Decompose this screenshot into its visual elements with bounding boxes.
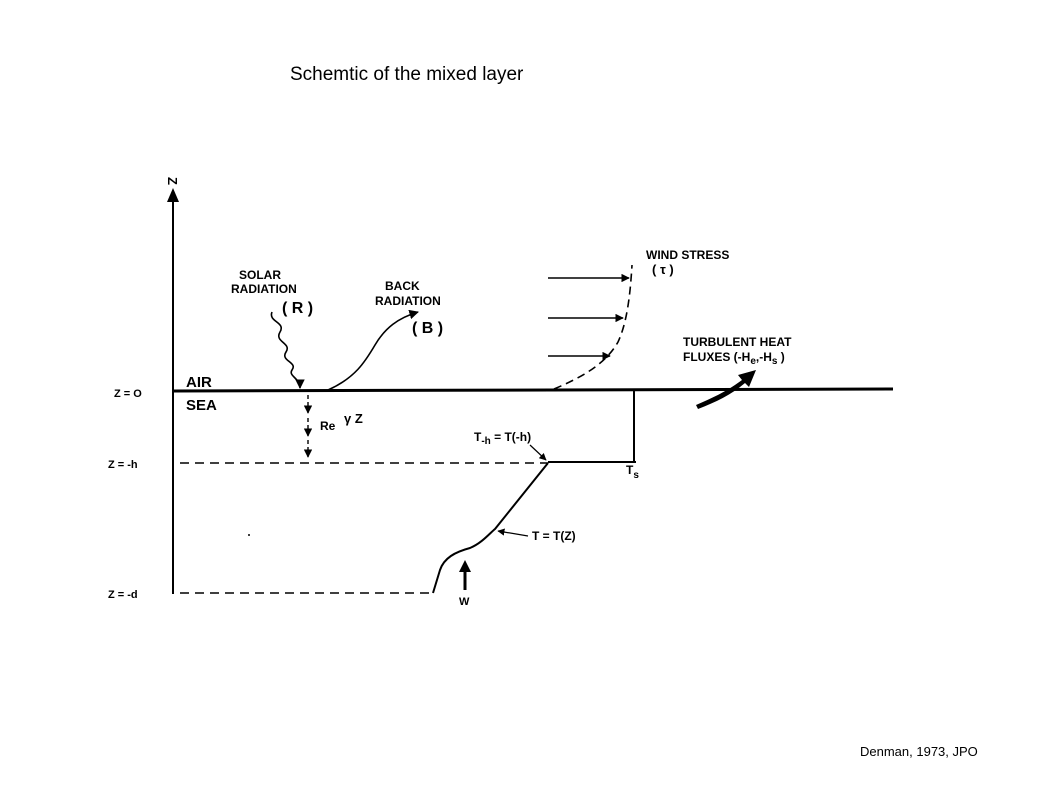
back-radiation-arrow	[327, 309, 419, 391]
temperature-profile	[432, 462, 549, 594]
back-label-line2: RADIATION	[375, 294, 441, 308]
surface-temp-label: Ts	[626, 463, 639, 481]
mixed-temp-label: T-h = T(-h)	[474, 430, 531, 447]
z-axis-arrowhead	[167, 188, 179, 202]
mixed-temp-T: T	[474, 430, 482, 444]
sea-surface-line	[172, 387, 894, 393]
air-label: AIR	[186, 374, 212, 391]
z-minus-h-label: Z = -h	[108, 459, 138, 471]
surface-temp-T: T	[626, 463, 634, 477]
solar-label-line1: SOLAR	[239, 268, 281, 282]
solar-symbol: ( R )	[282, 300, 313, 317]
z-minus-d-label: Z = -d	[108, 589, 138, 601]
wind-label: WIND STRESS	[646, 248, 729, 262]
surface-temp-sub: s	[633, 470, 639, 481]
citation: Denman, 1973, JPO	[860, 744, 978, 759]
heat-label-line2: FLUXES (-He,-Hs )	[683, 350, 785, 367]
back-symbol: ( B )	[412, 320, 443, 337]
mixed-temp-sub: -h	[481, 436, 490, 447]
heat-label-mid: ,-H	[756, 350, 772, 364]
solar-radiation-arrow	[270, 311, 305, 389]
mixed-temp-pointer	[529, 444, 547, 461]
speck	[248, 534, 250, 536]
profile-label: T = T(Z)	[532, 529, 576, 543]
upwelling-arrowhead	[459, 560, 471, 572]
z-zero-label: Z = O	[114, 388, 142, 400]
sea-label: SEA	[186, 397, 217, 414]
wind-profile	[553, 264, 633, 390]
heat-label-line1: TURBULENT HEAT	[683, 335, 792, 349]
slide-title: Schemtic of the mixed layer	[290, 64, 524, 85]
heat-sub-e: e	[750, 356, 756, 367]
upwelling-label: W	[459, 596, 470, 608]
solar-label-line2: RADIATION	[231, 282, 297, 296]
heat-label-prefix: FLUXES (-H	[683, 350, 750, 364]
wind-symbol: ( τ )	[652, 262, 674, 277]
mixed-temp-rest: = T(-h)	[491, 430, 531, 444]
penetration-base: Re	[320, 419, 336, 433]
heat-sub-s: s	[772, 356, 778, 367]
penetration-exponent: γ Z	[344, 411, 363, 426]
z-axis-label: Z	[165, 177, 180, 185]
profile-pointer	[497, 528, 529, 537]
heat-label-close: )	[777, 350, 784, 364]
back-label-line1: BACK	[385, 279, 420, 293]
heat-flux-arrow	[696, 370, 756, 409]
